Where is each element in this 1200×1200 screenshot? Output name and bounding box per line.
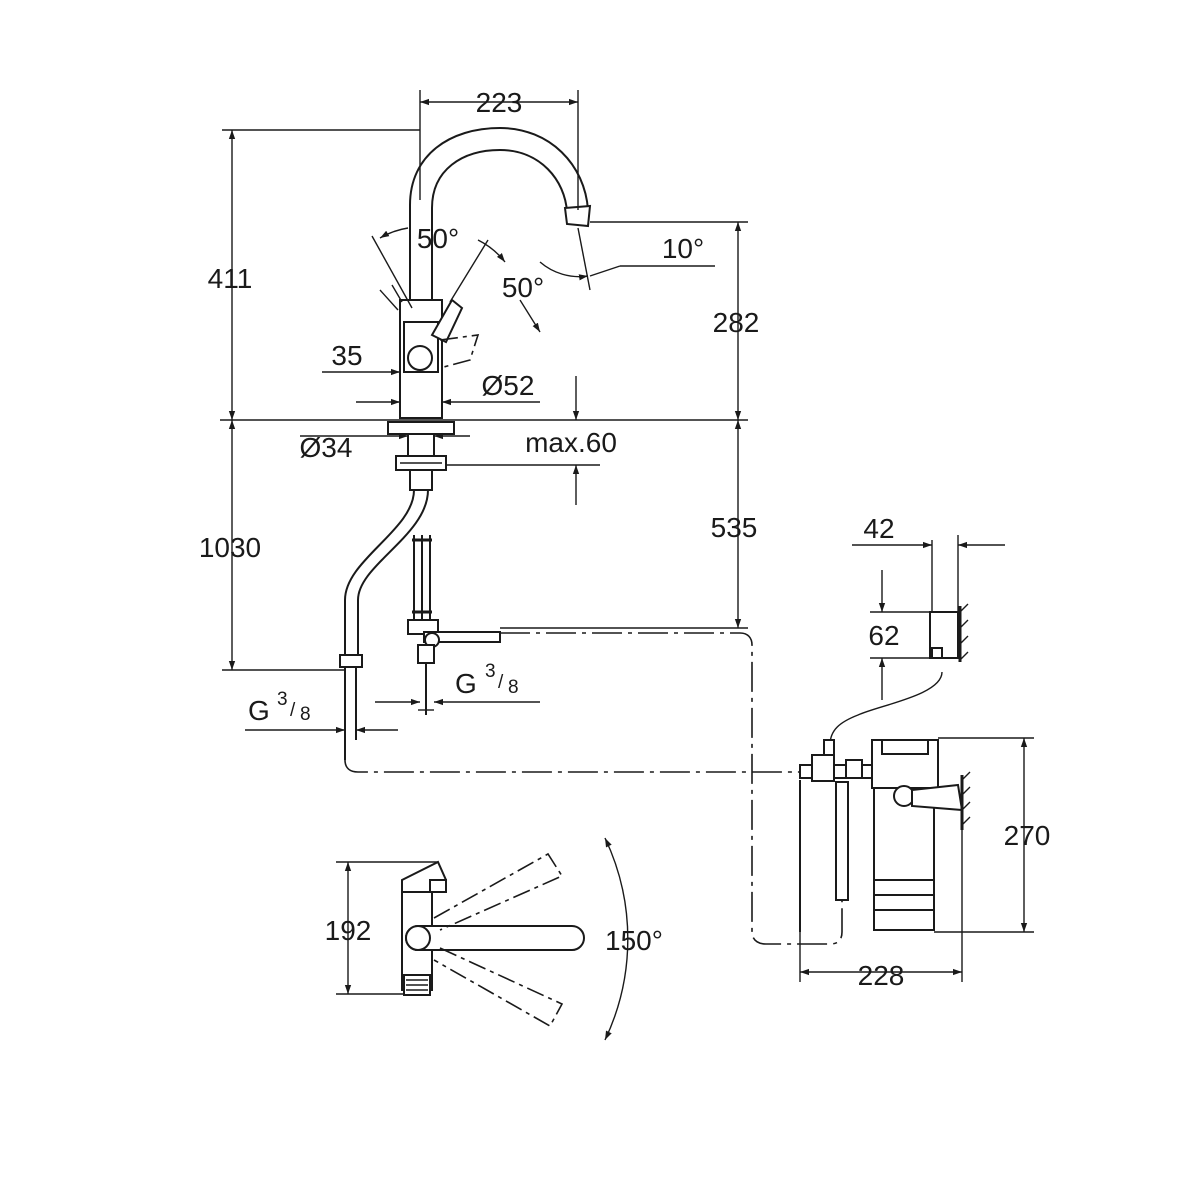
label-1030: 1030 <box>199 532 261 563</box>
label-10deg: 10° <box>662 233 704 264</box>
hose-left-tail <box>344 667 357 760</box>
dim-50deg-arc-right <box>477 239 506 263</box>
dim-10deg-arc <box>539 261 589 281</box>
label-g38-left-slash: / <box>290 700 296 721</box>
label-g38-right-slash: / <box>498 672 504 693</box>
top-spout <box>405 925 585 951</box>
faucet-top-view <box>401 837 629 1041</box>
spout-inner <box>431 148 568 300</box>
label-g38-left-num: 3 <box>277 689 288 710</box>
label-270: 270 <box>1004 820 1051 851</box>
label-42: 42 <box>863 513 894 544</box>
label-g38-right-main: G <box>455 668 477 699</box>
swivel-arc <box>604 837 629 1041</box>
label-150deg: 150° <box>605 925 663 956</box>
dimension-lines <box>222 90 1034 995</box>
mount-stud <box>409 469 433 491</box>
top-spout-ghost-up <box>433 852 564 931</box>
top-spout-ghost-down <box>433 947 564 1028</box>
label-g38-right: G 3 / 8 <box>455 661 519 699</box>
lever-left <box>379 284 403 311</box>
label-35: 35 <box>331 340 362 371</box>
lever-ghost <box>439 334 480 369</box>
label-g38-right-den: 8 <box>508 677 519 698</box>
connector-valve <box>423 631 501 643</box>
route-lines <box>220 419 843 945</box>
label-50deg-left: 50° <box>417 223 459 254</box>
label-411: 411 <box>208 263 253 294</box>
filter-bands <box>874 879 934 911</box>
lever-pivot <box>407 345 433 371</box>
label-g38-right-num: 3 <box>485 661 496 682</box>
dim-50deg-arc-left <box>379 227 409 239</box>
hose-right <box>413 535 431 620</box>
spout-outlet <box>563 204 592 228</box>
hose-left-fitting <box>339 654 363 668</box>
bracket-foot <box>931 647 943 659</box>
filter-valve-block <box>811 754 835 782</box>
bracket-box <box>929 611 959 659</box>
bracket-detail <box>929 540 969 662</box>
label-g38-left: G 3 / 8 <box>248 689 311 726</box>
dimension-labels: 223 50° 10° 50° 411 282 35 Ø52 Ø34 max.6… <box>199 87 1051 991</box>
label-228: 228 <box>858 960 905 991</box>
shank-nut <box>387 421 455 435</box>
top-spout-joint <box>405 925 431 951</box>
label-282: 282 <box>713 307 760 338</box>
label-d34: Ø34 <box>300 432 353 463</box>
label-50deg-right: 50° <box>502 272 544 303</box>
bracket-hatch <box>959 603 969 661</box>
route-lower <box>344 759 815 773</box>
filter-feed-hose <box>829 671 943 746</box>
filter-body <box>873 787 935 931</box>
label-535: 535 <box>711 512 758 543</box>
filter-cap <box>881 739 929 755</box>
label-62: 62 <box>868 620 899 651</box>
body-upper <box>403 321 439 373</box>
hose-right-bands <box>412 538 432 614</box>
hose-left <box>344 489 429 660</box>
label-max60: max.60 <box>525 427 617 458</box>
top-thread-lines <box>406 979 428 991</box>
filter-clamp-arm <box>911 783 964 812</box>
label-g38-left-main: G <box>248 695 270 726</box>
filter-valve-nut <box>845 759 863 779</box>
label-223: 223 <box>476 87 523 118</box>
label-d52: Ø52 <box>482 370 535 401</box>
spout-outer <box>409 126 589 300</box>
connector-lower <box>417 644 435 664</box>
label-192: 192 <box>325 915 372 946</box>
label-g38-left-den: 8 <box>300 704 311 725</box>
filter-assembly <box>799 671 971 932</box>
filter-drain <box>835 781 849 901</box>
wall-hatch <box>961 771 971 826</box>
filter-valve-tap <box>823 739 835 756</box>
route-upper <box>500 632 843 945</box>
top-lever-knob <box>429 879 447 893</box>
